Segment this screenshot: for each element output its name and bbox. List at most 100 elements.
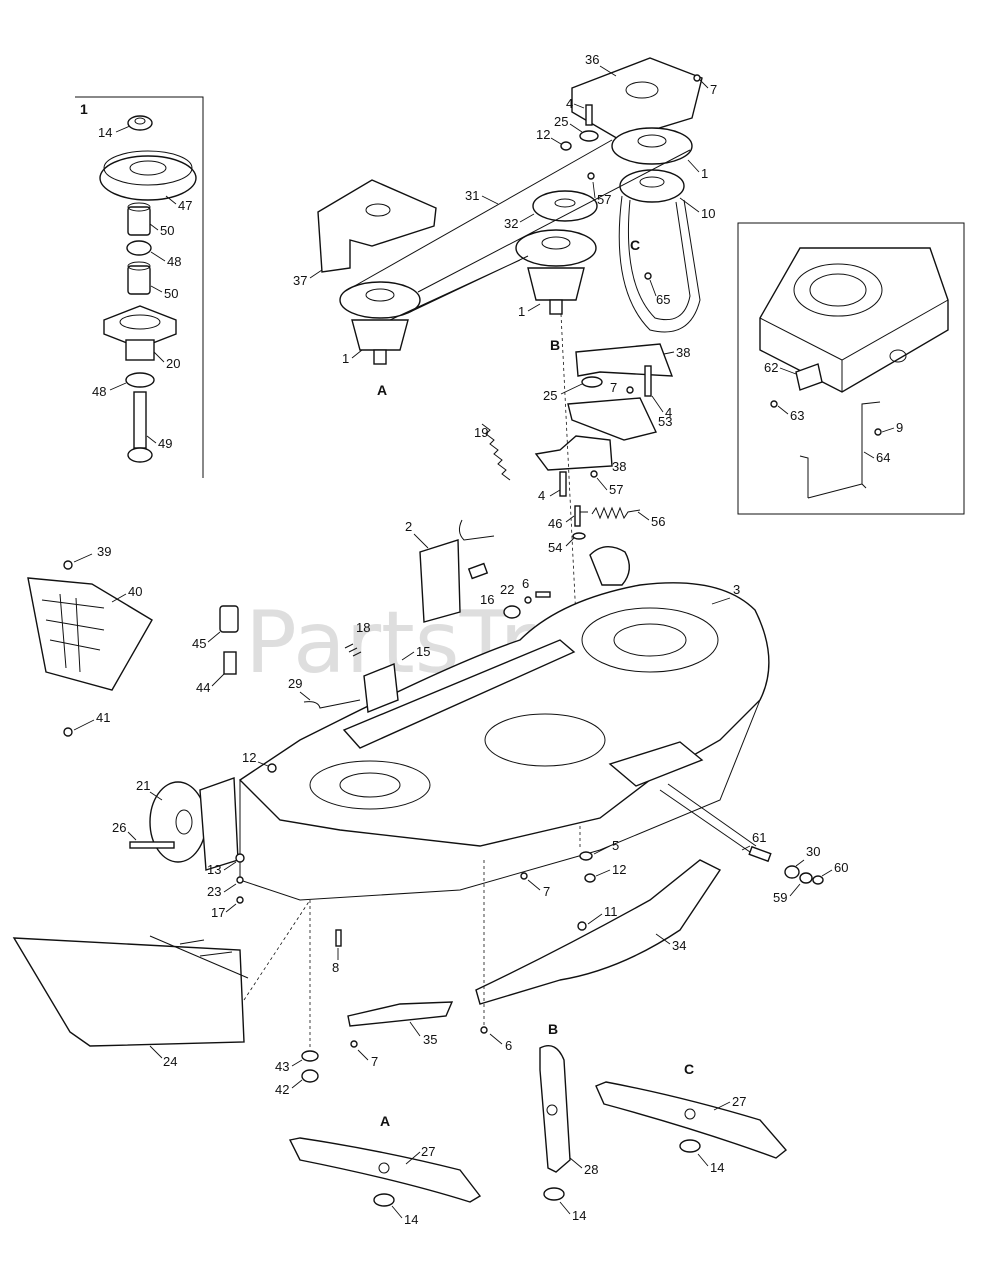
bolt-41[interactable] <box>63 727 73 737</box>
washer-5[interactable] <box>579 851 593 861</box>
belt-31-lower <box>389 255 529 321</box>
idler-arm-38-bottom[interactable] <box>534 435 613 471</box>
bolt-8[interactable] <box>335 929 342 947</box>
nut-14[interactable] <box>127 115 153 131</box>
washer-54[interactable] <box>572 532 586 540</box>
washer-25-mid[interactable] <box>581 376 603 388</box>
bolt-7-lower[interactable] <box>520 872 528 880</box>
nut-12-deck[interactable] <box>267 763 277 773</box>
spindle-housing-B <box>527 267 585 301</box>
nut-42[interactable] <box>301 1069 319 1083</box>
washer-48-top[interactable] <box>126 240 152 256</box>
bracket-15[interactable] <box>363 663 399 713</box>
bolt-6-deck[interactable] <box>535 591 551 598</box>
bolt-17[interactable] <box>236 896 244 904</box>
baffle-35[interactable] <box>347 1001 454 1027</box>
callout-15: 15 <box>416 644 430 659</box>
nut-59[interactable] <box>799 872 813 884</box>
spring-18[interactable] <box>344 643 362 657</box>
nut-12-lower[interactable] <box>584 873 596 883</box>
blade-28-B[interactable] <box>539 1045 571 1173</box>
plate-53[interactable] <box>567 397 657 441</box>
callout-1-group: 1 <box>80 101 88 117</box>
spindle-housing-20[interactable] <box>103 305 177 349</box>
spacer-57-low[interactable] <box>590 470 598 478</box>
callout-25-top: 25 <box>554 114 568 129</box>
pulley-10[interactable] <box>619 169 685 203</box>
callout-7-lower: 7 <box>543 884 550 899</box>
spacer-57-top[interactable] <box>587 172 595 180</box>
idler-pulley-1-top[interactable] <box>611 127 693 165</box>
deflector-bracket <box>589 546 630 586</box>
washer-23[interactable] <box>236 876 244 884</box>
callout-50-bottom: 50 <box>164 286 178 301</box>
washer-48-bottom[interactable] <box>125 372 155 388</box>
washer-22[interactable] <box>524 596 532 604</box>
bushing-50-top[interactable] <box>127 206 151 236</box>
bolt-46[interactable] <box>574 505 581 527</box>
nut-14-C[interactable] <box>679 1139 701 1153</box>
discharge-chute-24[interactable] <box>12 937 245 1047</box>
bolt-7-top[interactable] <box>693 74 701 82</box>
blade-27-A[interactable] <box>288 1137 482 1203</box>
nut-13[interactable] <box>235 853 245 863</box>
blade-27-C[interactable] <box>595 1081 788 1159</box>
nut-11[interactable] <box>577 921 587 931</box>
chute-guard-40[interactable] <box>27 577 153 691</box>
bushing-50-bottom[interactable] <box>127 265 151 295</box>
idler-pulley-32[interactable] <box>532 190 598 222</box>
bolt-7-baffle[interactable] <box>350 1040 358 1048</box>
washer-43[interactable] <box>301 1050 319 1062</box>
nut-39[interactable] <box>63 560 73 570</box>
callout-46: 46 <box>548 516 562 531</box>
bolt-26[interactable] <box>129 841 175 849</box>
pin-29[interactable] <box>303 699 361 709</box>
callout-44: 44 <box>196 680 210 695</box>
callout-48-bottom: 48 <box>92 384 106 399</box>
spindle-pulley-B[interactable] <box>515 229 597 267</box>
bracket-62[interactable] <box>795 363 823 391</box>
pin-4-mid[interactable] <box>644 365 652 397</box>
washer-25-top[interactable] <box>579 130 599 142</box>
nut-12-top[interactable] <box>560 141 572 151</box>
idler-arm-group: 38 7 25 4 53 19 38 4 57 46 56 54 <box>474 313 690 850</box>
callout-18: 18 <box>356 620 370 635</box>
nut-65[interactable] <box>644 272 652 280</box>
label-A-spindle: A <box>377 382 387 398</box>
callout-56: 56 <box>651 514 665 529</box>
left-hardware-group: 39 40 45 44 41 21 26 13 23 17 <box>27 544 245 920</box>
spring-19[interactable] <box>481 423 511 481</box>
callout-14-A: 14 <box>404 1212 418 1227</box>
pin-4-top[interactable] <box>585 104 593 126</box>
nut-14-B[interactable] <box>543 1187 565 1201</box>
fitting-45[interactable] <box>219 605 239 633</box>
channel-15[interactable] <box>342 639 576 749</box>
bolt-7-mid[interactable] <box>626 386 634 394</box>
nut-14-A[interactable] <box>373 1193 395 1207</box>
nut-6-lower[interactable] <box>480 1026 488 1034</box>
pulley-cover-36[interactable] <box>571 57 703 141</box>
spindle-shaft-49[interactable] <box>133 391 147 449</box>
baffle-34[interactable] <box>475 859 722 1005</box>
pin-4-low[interactable] <box>559 471 567 497</box>
lower-parts-group: 5 12 7 11 34 8 24 35 7 6 43 42 <box>12 838 722 1097</box>
idler-arm-38-top[interactable] <box>575 343 674 377</box>
bolt-9[interactable] <box>874 428 882 436</box>
bolt-63[interactable] <box>770 400 778 408</box>
pulley-47[interactable] <box>99 155 197 201</box>
nut-60[interactable] <box>812 875 824 885</box>
belt-cover-37[interactable] <box>317 179 437 273</box>
callout-14: 14 <box>98 125 112 140</box>
spring-56[interactable] <box>580 506 641 520</box>
rod-64[interactable] <box>807 401 881 499</box>
callout-57-low: 57 <box>609 482 623 497</box>
wheel-21[interactable] <box>149 781 207 863</box>
rod-61[interactable] <box>748 845 772 863</box>
spindle-pulley-A[interactable] <box>339 281 421 319</box>
bracket-2[interactable] <box>419 539 461 623</box>
fitting-44[interactable] <box>223 651 237 675</box>
callout-4-low: 4 <box>538 488 545 503</box>
washer-30[interactable] <box>784 865 800 879</box>
callout-31: 31 <box>465 188 479 203</box>
pulley-16[interactable] <box>503 605 521 619</box>
